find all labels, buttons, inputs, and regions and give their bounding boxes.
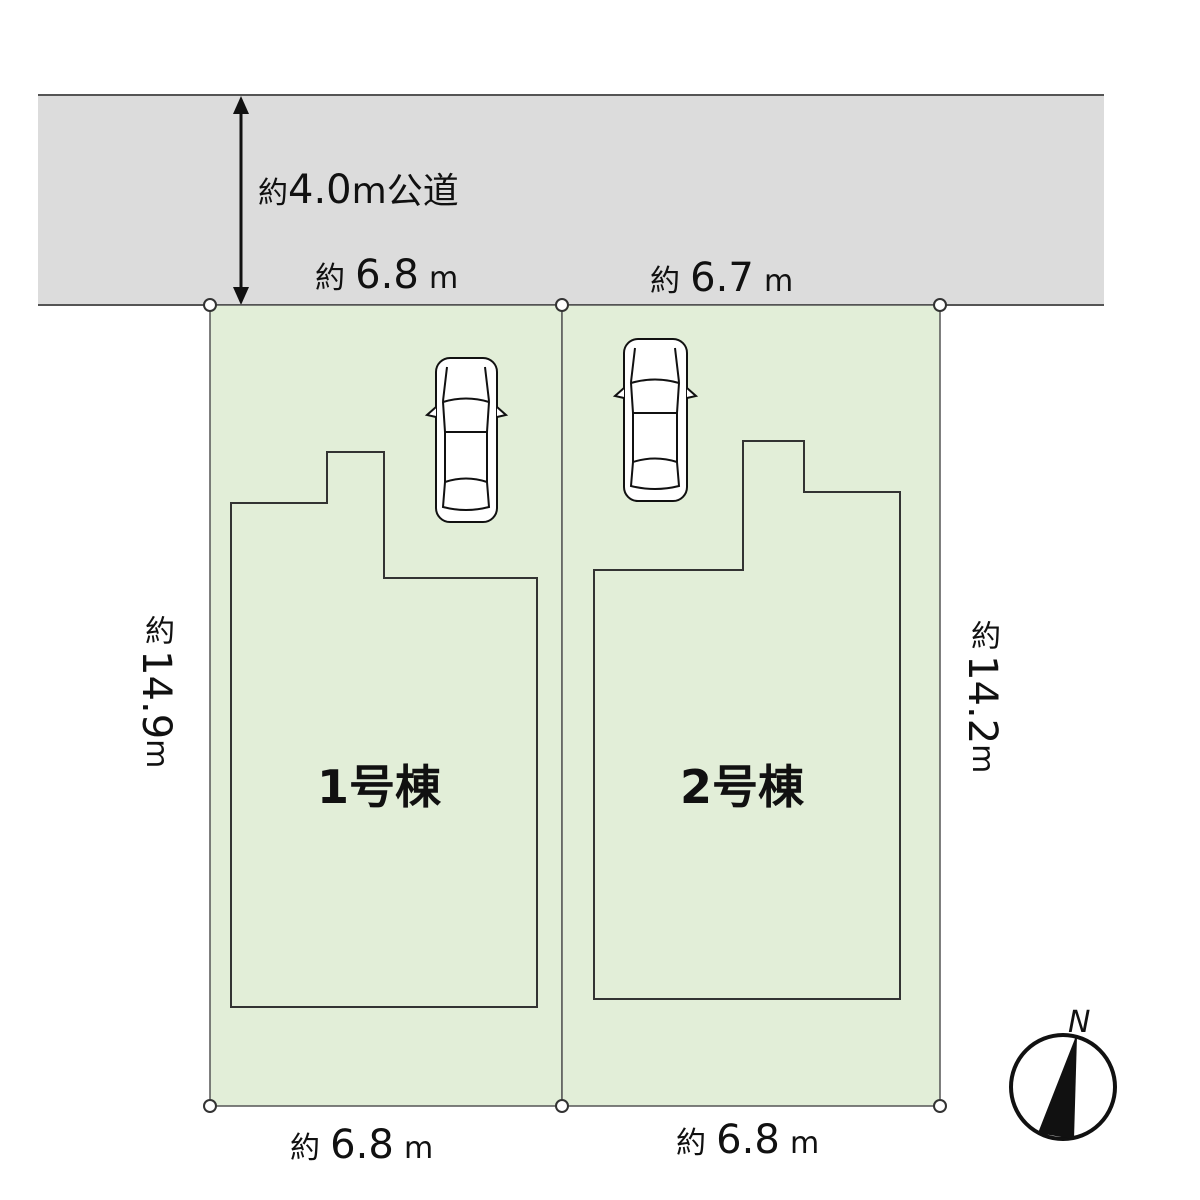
road-width-label: 約4.0m公道 <box>258 170 459 210</box>
dim-unit: m <box>789 1126 820 1161</box>
compass-north-label: N <box>1068 1005 1091 1040</box>
building-2-footprint <box>593 440 901 1000</box>
lot1-bottom-dimension: 約 6.8 m <box>290 1125 433 1165</box>
lot1-depth-dimension: 約 14.9m <box>133 615 179 769</box>
dim-value: 6.8 <box>716 1117 780 1163</box>
public-road <box>38 95 1104 305</box>
dim-prefix: 約 <box>676 1126 706 1161</box>
lot2-bottom-dimension: 約 6.8 m <box>676 1120 819 1160</box>
dim-unit: m <box>428 261 459 296</box>
car-icon <box>424 357 509 523</box>
dim-value: 14.2 <box>959 655 1005 745</box>
dim-unit: m <box>763 264 794 299</box>
boundary-markers <box>203 298 947 1113</box>
road-width-arrow <box>233 96 249 305</box>
road-type: m公道 <box>351 171 459 212</box>
lot1-top-dimension: 約 6.8 m <box>315 255 458 295</box>
dim-prefix: 約 <box>965 620 1000 650</box>
building-1-footprint <box>230 451 538 1008</box>
lot-2 <box>561 304 941 1107</box>
dim-value: 6.7 <box>690 255 754 301</box>
dim-prefix: 約 <box>315 261 345 296</box>
north-compass-icon <box>1009 1033 1117 1141</box>
road-width-value: 4.0 <box>288 167 352 213</box>
dim-value: 6.8 <box>355 252 419 298</box>
building-1-label: 1号棟 <box>317 760 442 814</box>
dim-prefix: 約 <box>650 264 680 299</box>
dim-value: 14.9 <box>133 650 179 740</box>
dim-prefix: 約 <box>139 615 174 645</box>
dim-unit: m <box>403 1131 434 1166</box>
dim-unit: m <box>965 744 1000 774</box>
lot2-depth-dimension: 約 14.2m <box>959 620 1005 774</box>
building-2-label: 2号棟 <box>680 760 805 814</box>
lot2-top-dimension: 約 6.7 m <box>650 258 793 298</box>
dim-unit: m <box>139 739 174 769</box>
dim-value: 6.8 <box>330 1122 394 1168</box>
dim-prefix: 約 <box>290 1131 320 1166</box>
car-icon <box>612 338 699 502</box>
road-prefix: 約 <box>258 176 288 211</box>
lot-1 <box>209 304 563 1107</box>
